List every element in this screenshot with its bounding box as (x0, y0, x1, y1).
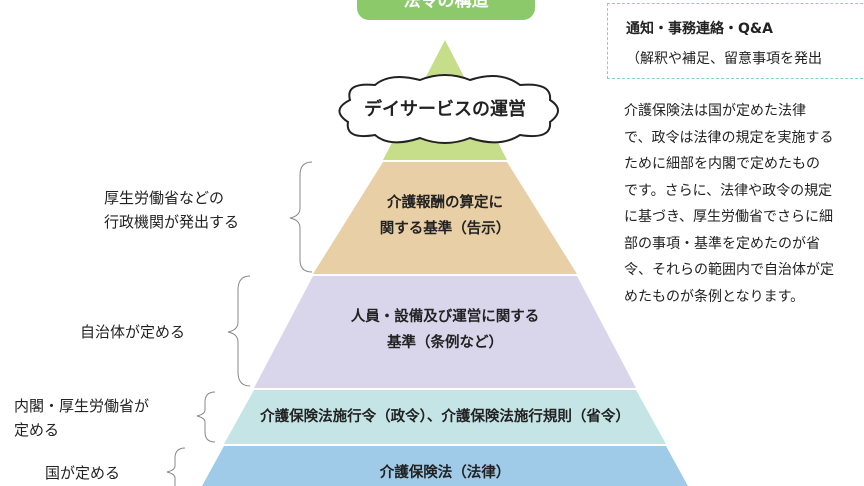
description-line: です。さらに、法律や政令の規定 (624, 182, 833, 199)
side-text: 厚生労働省などの (104, 189, 225, 207)
side-label-municipality: 自治体が定める (80, 320, 185, 344)
layer-ordinance-label: 人員・設備及び運営に関する 基準（条例など） (290, 304, 600, 356)
description-line: めたものが条例となります。 (624, 288, 805, 305)
layer-text: 介護報酬の算定に (387, 195, 503, 211)
pyramid-layer-ordinance (254, 276, 636, 388)
layer-text: 介護保険法（法律） (379, 465, 511, 481)
notice-line2: （解釈や補足、留意事項を発出 (626, 51, 822, 67)
brace-ministry (289, 161, 313, 273)
description-line: 介護保険法は国が定めた法律 (624, 103, 806, 119)
description: 介護保険法は国が定めた法律 で、政令は法律の規定を実施する ために細部を内閣で定… (624, 98, 864, 310)
side-label-cabinet: 内閣・厚生労働省が 定める (14, 394, 149, 442)
cloud-label: デイサービスの運営 (364, 99, 526, 120)
side-text: 自治体が定める (80, 323, 186, 341)
layer-cabinet-label: 介護保険法施行令（政令）、介護保険法施行規則（省令） (230, 404, 660, 430)
layer-text: 介護保険法施行令（政令）、介護保険法施行規則（省令） (260, 409, 630, 425)
layer-text: 関する基準（告示） (379, 221, 511, 237)
description-line: ために細部を内閣で定めたもの (624, 156, 820, 172)
side-label-ministry: 厚生労働省などの 行政機関が発出する (104, 186, 239, 234)
description-line: 令、それらの範囲内で自治体が定 (624, 262, 834, 278)
pyramid-layer-law (202, 446, 688, 486)
description-line: で、政令は法律の規定を実施する (624, 129, 834, 146)
side-text: 行政機関が発出する (104, 213, 240, 231)
notice-box: 通知・事務連絡・Q&A （解釈や補足、留意事項を発出 (607, 3, 864, 79)
description-line: 部の事項・基準を定めたのが省 (624, 235, 820, 252)
layer-law-label: 介護保険法（法律） (230, 460, 660, 486)
braces (166, 161, 313, 486)
brace-nation (166, 447, 186, 486)
brace-cabinet (196, 391, 216, 443)
pyramid-layer-notice (313, 162, 577, 274)
layer-text: 基準（条例など） (387, 335, 503, 351)
side-text: 内閣・厚生労働省が (14, 397, 150, 415)
brace-municipality (227, 275, 251, 387)
notice-line1: 通知・事務連絡・Q&A (626, 21, 773, 37)
diagram-title: 法令の構造 (357, 0, 535, 20)
layer-notice-label: 介護報酬の算定に 関する基準（告示） (330, 190, 560, 242)
layer-text: 人員・設備及び運営に関する (350, 309, 540, 325)
side-text: 国が定める (45, 464, 121, 482)
side-label-nation: 国が定める (45, 461, 120, 485)
pyramid-layer-cabinet (224, 390, 666, 444)
side-text: 定める (14, 421, 60, 439)
cloud-shape (338, 74, 559, 144)
description-line: に基づき、厚生労働省でさらに細 (624, 209, 834, 225)
